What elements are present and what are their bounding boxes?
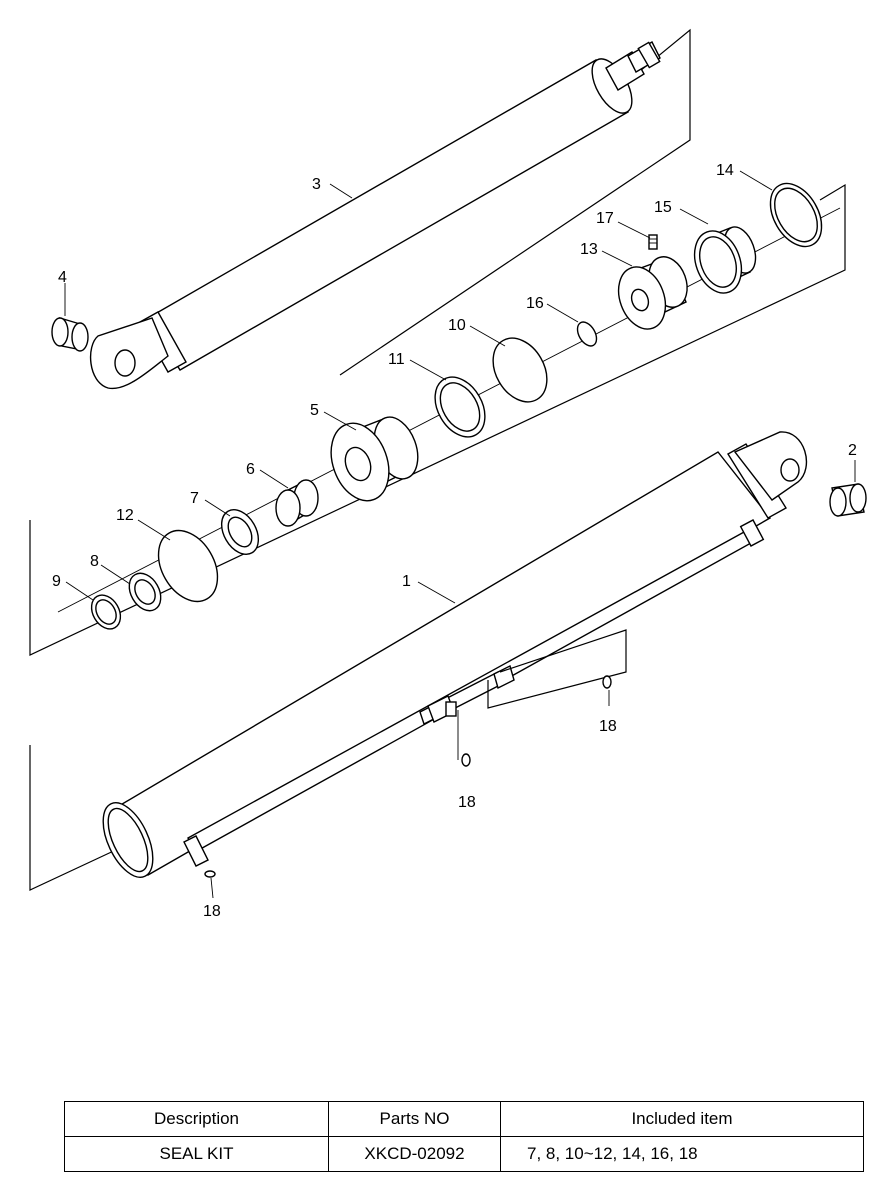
part-15-ring [693, 226, 757, 294]
part-18-o-ring [461, 753, 471, 767]
header-parts-no: Parts NO [328, 1101, 501, 1137]
exploded-parts-diagram: 3 4 14 17 15 13 16 10 11 5 2 6 7 12 8 9 … [29, 28, 867, 920]
part-9-ring [90, 594, 122, 630]
part-18-o-ring [602, 675, 612, 689]
part-7-wear-ring [220, 509, 260, 555]
header-description: Description [64, 1101, 329, 1137]
callout-9: 9 [52, 573, 61, 590]
part-4-bushing [51, 283, 89, 352]
callout-18-right: 18 [599, 718, 617, 735]
callout-8: 8 [90, 553, 99, 570]
part-5-rod-cover [330, 416, 419, 502]
callout-12: 12 [116, 507, 134, 524]
part-16-o-ring [576, 321, 598, 347]
callout-10: 10 [448, 317, 466, 334]
piston-panel-outline [29, 183, 846, 656]
callout-17: 17 [596, 210, 614, 227]
part-8-seal [128, 572, 162, 612]
part-13-piston [617, 256, 688, 330]
callout-5: 5 [310, 402, 319, 419]
part-1-cylinder-tube [29, 431, 808, 891]
seal-kit-table: Description Parts NO Included item SEAL … [64, 1101, 864, 1172]
callout-13: 13 [580, 241, 598, 258]
callout-18-middle: 18 [458, 794, 476, 811]
callout-2: 2 [848, 442, 857, 459]
cell-description: SEAL KIT [64, 1136, 329, 1172]
callout-6: 6 [246, 461, 255, 478]
callout-7: 7 [190, 490, 199, 507]
part-17-set-screw [648, 234, 658, 250]
callout-15: 15 [654, 199, 672, 216]
callout-1: 1 [402, 573, 411, 590]
part-6-bushing [275, 479, 319, 527]
table-header-row: Description Parts NO Included item [64, 1101, 864, 1137]
leader-lines [65, 170, 773, 899]
part-18-box [487, 629, 627, 709]
part-18-o-ring [204, 870, 216, 878]
part-14-seal [769, 182, 823, 248]
cell-parts-no: XKCD-02092 [328, 1136, 501, 1172]
callout-18-left: 18 [203, 903, 221, 920]
callout-14: 14 [716, 162, 734, 179]
part-10-o-ring [492, 337, 548, 403]
part-11-seal [434, 376, 486, 438]
callout-16: 16 [526, 295, 544, 312]
part-2-bushing [829, 460, 867, 517]
part-3-piston-rod [89, 28, 691, 390]
table-row: SEAL KIT XKCD-02092 7, 8, 10~12, 14, 16,… [64, 1136, 864, 1172]
part-12-o-ring [157, 529, 219, 603]
callout-3: 3 [312, 176, 321, 193]
callout-11: 11 [388, 351, 405, 368]
cell-included-item: 7, 8, 10~12, 14, 16, 18 [500, 1136, 864, 1172]
header-included-item: Included item [500, 1101, 864, 1137]
callout-4: 4 [58, 269, 67, 286]
